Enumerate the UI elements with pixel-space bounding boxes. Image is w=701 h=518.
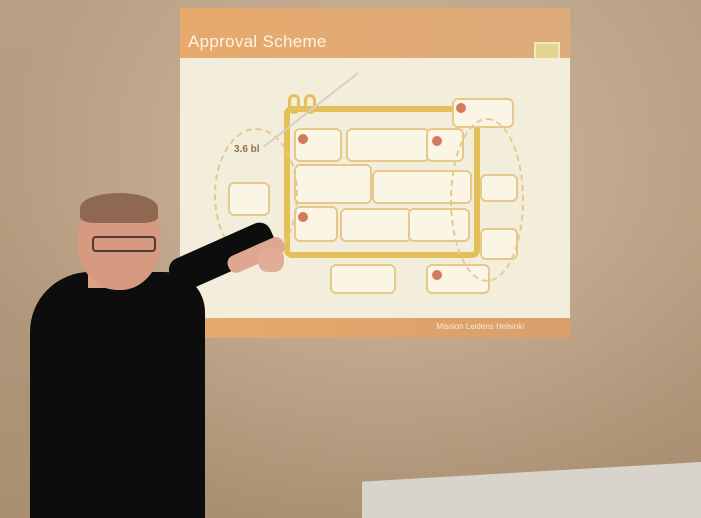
eye-icon bbox=[432, 270, 442, 280]
diagram-node bbox=[330, 264, 396, 294]
slide-title: Approval Scheme bbox=[188, 32, 327, 51]
slide-body: 3.6 bl bbox=[180, 58, 570, 318]
glasses bbox=[92, 236, 156, 252]
circle-icon bbox=[432, 136, 442, 146]
slide-title-bar bbox=[180, 8, 570, 58]
presenter-hand bbox=[258, 248, 284, 272]
lock-icon bbox=[298, 212, 308, 222]
diagram-node bbox=[340, 208, 412, 242]
diagram-node bbox=[294, 128, 342, 162]
process-chimney-left bbox=[288, 94, 300, 114]
magnifier-icon bbox=[456, 103, 466, 113]
slide-footer-text: Mission Leidens Helsinki bbox=[436, 322, 524, 331]
presenter-shirt bbox=[30, 272, 205, 518]
flow-arrow bbox=[450, 118, 524, 282]
presenter-hair bbox=[80, 193, 158, 223]
slide-footer bbox=[180, 318, 570, 338]
diagram-node bbox=[346, 128, 430, 162]
award-icon bbox=[298, 134, 308, 144]
projected-slide: Approval Scheme 3.6 bl bbox=[180, 8, 570, 338]
diagram-node bbox=[294, 164, 372, 204]
